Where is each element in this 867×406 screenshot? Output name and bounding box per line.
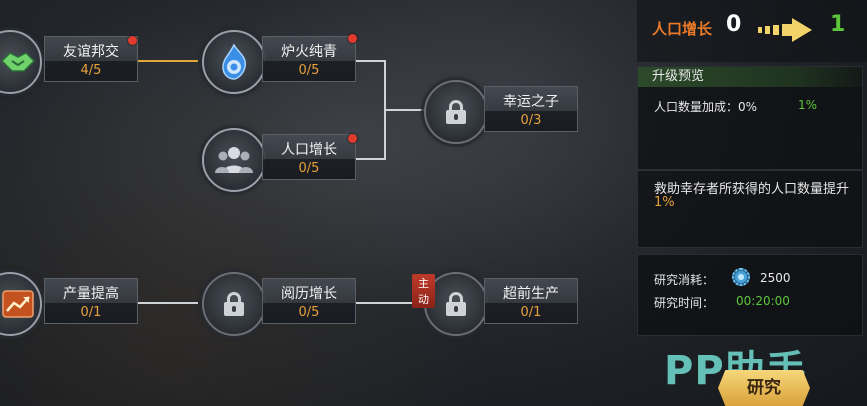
panel-header xyxy=(637,0,867,62)
connector-yield-experience xyxy=(136,302,198,304)
skill-progress: 0/5 xyxy=(263,159,355,179)
cost-value: 2500 xyxy=(760,271,791,285)
stat-label: 人口数量加成：0% xyxy=(654,100,758,114)
connector-population-merge xyxy=(354,158,384,160)
skill-progress: 4/5 xyxy=(45,61,137,81)
connector-diplomacy-fire xyxy=(136,60,198,62)
handshake-icon xyxy=(0,52,36,72)
skill-progress: 0/5 xyxy=(263,61,355,81)
connector-merge-vertical xyxy=(384,60,386,160)
preview-header: 升级预览 xyxy=(638,67,862,87)
time-label: 研究时间： xyxy=(654,296,715,310)
cost-label: 研究消耗： xyxy=(654,273,715,287)
skill-name: 人口增长 xyxy=(281,142,337,158)
skill-icon-frame xyxy=(202,272,266,336)
connector-experience-early xyxy=(356,302,418,304)
skill-icon-frame xyxy=(424,80,488,144)
skill-name: 幸运之子 xyxy=(503,94,559,110)
description-value: 1% xyxy=(654,195,675,210)
skill-plate: 炉火纯青 0/5 xyxy=(262,36,356,82)
level-from: 0 xyxy=(726,12,742,37)
skill-plate: 友谊邦交 4/5 xyxy=(44,36,138,82)
notification-dot xyxy=(128,36,137,45)
skill-name: 阅历增长 xyxy=(281,286,337,302)
arrow-right-icon xyxy=(758,18,812,42)
skill-plate: 幸运之子 0/3 xyxy=(484,86,578,132)
skill-plate: 阅历增长 0/5 xyxy=(262,278,356,324)
skill-name: 产量提高 xyxy=(63,286,119,302)
skill-progress: 0/1 xyxy=(45,303,137,323)
skill-progress: 0/5 xyxy=(263,303,355,323)
skill-icon-frame xyxy=(202,128,266,192)
people-icon xyxy=(215,147,253,173)
stat-next-value: 1% xyxy=(798,98,818,112)
skill-plate: 超前生产 0/1 xyxy=(484,278,578,324)
skill-plate: 产量提高 0/1 xyxy=(44,278,138,324)
lock-icon xyxy=(446,100,466,124)
research-cost-box xyxy=(637,254,863,336)
skill-icon-frame xyxy=(202,30,266,94)
connector-fire-merge xyxy=(354,60,384,62)
skill-icon-frame xyxy=(424,272,488,336)
lock-icon xyxy=(446,292,466,316)
panel-title: 人口增长 xyxy=(652,20,713,38)
notification-dot xyxy=(348,134,357,143)
skill-name: 炉火纯青 xyxy=(281,44,337,60)
notification-dot xyxy=(348,34,357,43)
skill-plate: 人口增长 0/5 xyxy=(262,134,356,180)
flame-icon xyxy=(222,43,247,80)
description-text: 救助幸存者所获得的人口数量提升 xyxy=(654,182,850,197)
skill-name: 友谊邦交 xyxy=(63,44,119,60)
chart-up-icon xyxy=(2,290,34,318)
skill-progress: 0/1 xyxy=(485,303,577,323)
lock-icon xyxy=(224,292,244,316)
active-skill-tag: 主动 xyxy=(412,274,435,308)
skill-name: 超前生产 xyxy=(503,286,559,302)
skill-progress: 0/3 xyxy=(485,111,577,131)
connector-merge-luck xyxy=(386,109,426,111)
research-button[interactable]: 研究 xyxy=(718,370,810,406)
upgrade-preview-box: 升级预览 xyxy=(637,66,863,170)
gear-resource-icon xyxy=(732,268,750,286)
time-value: 00:20:00 xyxy=(736,294,790,308)
description-box xyxy=(637,170,863,248)
level-to: 1 xyxy=(830,12,846,37)
